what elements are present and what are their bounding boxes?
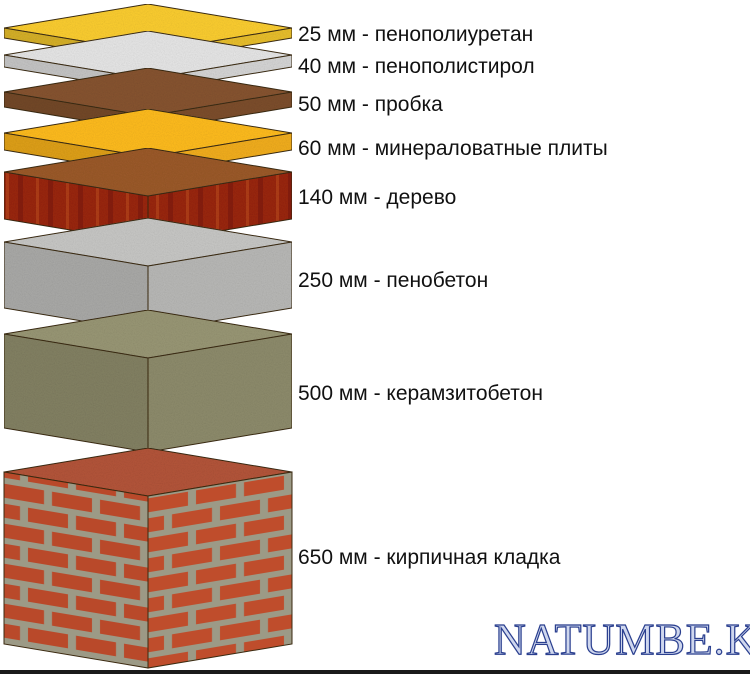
layer-right-face — [147, 333, 293, 453]
layer-block-mineral-wool — [3, 108, 293, 175]
layer-block-brick-masonry — [3, 447, 293, 669]
layer-label-polystyrene: 40 мм - пенополистирол — [298, 55, 535, 78]
layer-label-cork: 50 мм - пробка — [298, 93, 443, 116]
layer-label-mineral-wool: 60 мм - минераловатные плиты — [298, 137, 608, 160]
layer-label-wood: 140 мм - дерево — [298, 186, 457, 209]
layer-label-expanded-clay-concrete: 500 мм - керамзитобетон — [298, 382, 543, 405]
layer-block-expanded-clay-concrete — [3, 309, 293, 453]
layer-label-brick: 650 мм - кирпичная кладка — [298, 546, 561, 569]
layer-right-face — [147, 471, 293, 669]
watermark-logo: NATUMBE.KZ — [493, 614, 750, 664]
layer-left-face — [3, 471, 149, 669]
layer-label-foam-concrete: 250 мм - пенобетон — [298, 269, 489, 292]
bottom-border — [0, 670, 750, 674]
layer-label-polyurethane: 25 мм - пенополиуретан — [298, 23, 534, 46]
layer-block-foam-concrete — [3, 217, 293, 333]
